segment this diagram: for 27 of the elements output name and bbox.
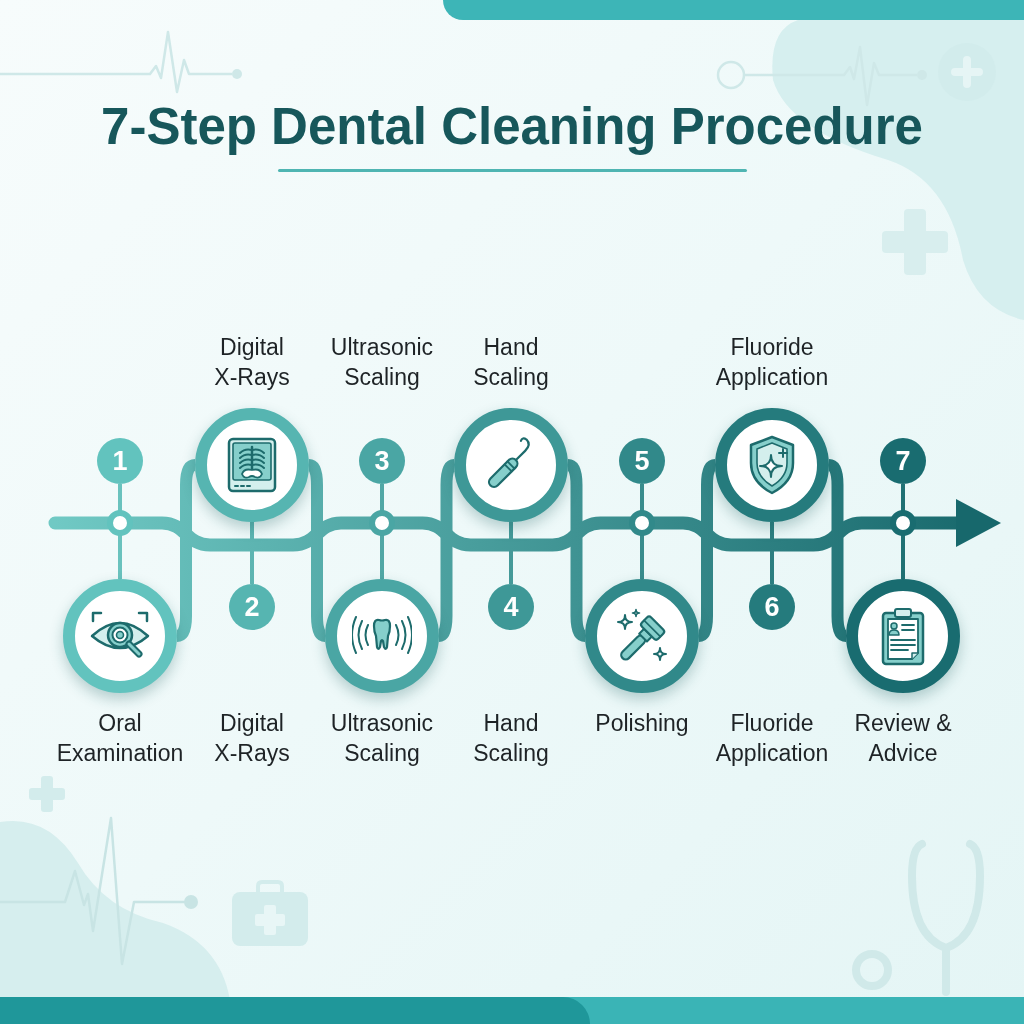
connector-line (640, 484, 644, 579)
step-number: 6 (749, 584, 795, 630)
connector-band (437, 459, 456, 642)
step-label: Fluoride Application (715, 710, 829, 766)
step-label: Hand Scaling (473, 334, 549, 390)
connector-line (380, 484, 384, 579)
step-number: 3 (359, 438, 405, 484)
step-label: Ultrasonic Scaling (330, 710, 434, 766)
step-label: Fluoride Application (715, 334, 829, 390)
step-number: 7 (880, 438, 926, 484)
step-number: 2 (229, 584, 275, 630)
step-label: Oral Examination (56, 710, 184, 766)
connector-line (250, 522, 254, 584)
connector-line (770, 522, 774, 584)
title: 7-Step Dental Cleaning Procedure (101, 97, 923, 157)
step-label: Hand Scaling (473, 710, 549, 766)
connector-line (509, 522, 513, 584)
step-label: Review & Advice (854, 710, 952, 766)
step-label: Polishing (595, 710, 689, 736)
step-number: 4 (488, 584, 534, 630)
connector-line (118, 484, 122, 579)
step-label: Ultrasonic Scaling (330, 334, 434, 390)
step-number: 5 (619, 438, 665, 484)
step-label: Digital X-Rays (214, 334, 290, 390)
step-label: Digital X-Rays (214, 710, 290, 766)
step-number: 1 (97, 438, 143, 484)
connector-line (901, 484, 905, 579)
